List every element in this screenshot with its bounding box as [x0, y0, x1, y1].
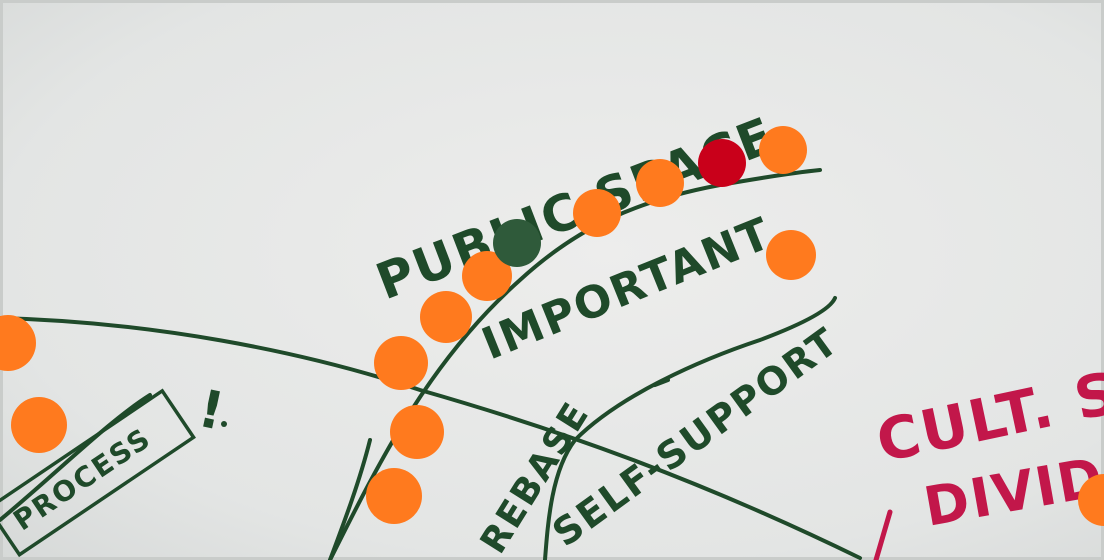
orange-sticker — [1078, 474, 1104, 526]
horizontal-curve-line — [0, 316, 862, 560]
orange-sticker — [390, 405, 444, 459]
orange-sticker — [759, 126, 807, 174]
orange-sticker — [366, 468, 422, 524]
lower-left-line — [328, 438, 372, 560]
line-tick — [653, 378, 670, 387]
process-box-outline — [0, 388, 196, 558]
orange-sticker — [0, 315, 36, 371]
sticker-dots — [0, 126, 1104, 526]
exclamation-dot — [221, 421, 227, 427]
orange-sticker — [11, 397, 67, 453]
process-leader-line — [0, 393, 152, 522]
orange-sticker — [636, 159, 684, 207]
orange-sticker — [374, 336, 428, 390]
self-support-line — [543, 296, 837, 560]
red-sticker — [698, 139, 746, 187]
dark-green-sticker — [493, 219, 541, 267]
orange-sticker — [766, 230, 816, 280]
orange-sticker — [462, 251, 512, 301]
orange-sticker — [420, 291, 472, 343]
orange-sticker — [573, 189, 621, 237]
pink-marker-stroke — [873, 509, 893, 560]
